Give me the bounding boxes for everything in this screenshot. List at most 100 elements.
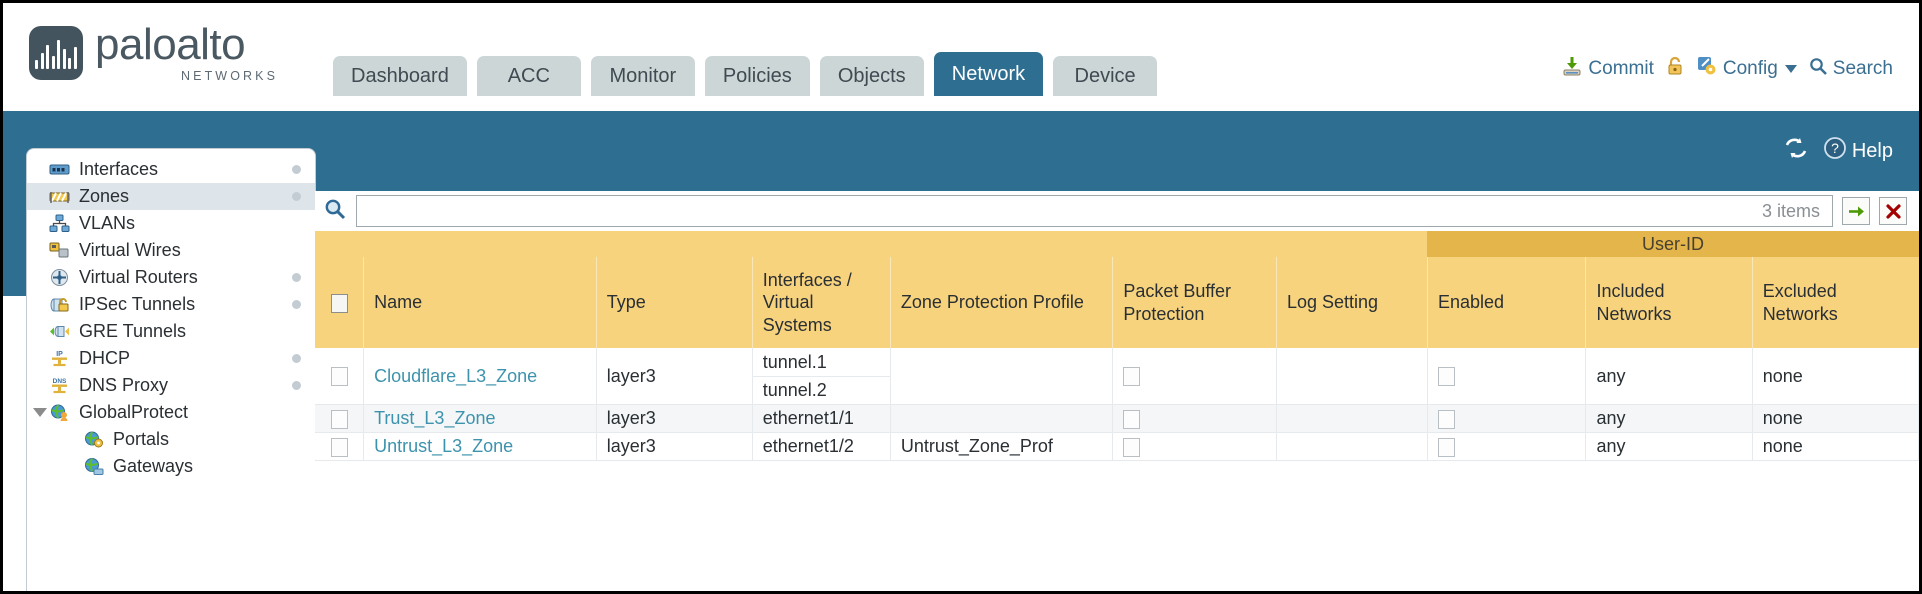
sidebar-item-label: IPSec Tunnels [79, 294, 196, 314]
padlock-icon[interactable] [1665, 55, 1685, 83]
search-label: Search [1832, 58, 1893, 79]
clear-filter-button[interactable] [1879, 197, 1907, 225]
items-count: 3 items [1761, 200, 1820, 221]
sidebar-item-label: Interfaces [79, 159, 159, 179]
virtual-wires-icon [49, 241, 70, 260]
sidebar-item-label: Portals [113, 429, 170, 449]
sidebar-item-vlans[interactable]: VLANs [27, 210, 315, 237]
help-button[interactable]: ? Help [1823, 136, 1893, 166]
tab-network[interactable]: Network [933, 52, 1044, 96]
refresh-icon[interactable] [1783, 136, 1809, 166]
column-header-excluded-networks[interactable]: Excluded Networks [1752, 257, 1919, 348]
tab-acc[interactable]: ACC [476, 56, 581, 96]
row-checkbox[interactable] [330, 409, 348, 429]
commit-label: Commit [1588, 58, 1654, 79]
sidebar-item-gateways[interactable]: Gateways [27, 453, 315, 480]
column-header-type[interactable]: Type [596, 257, 753, 348]
row-select-cell [315, 404, 365, 433]
tab-objects[interactable]: Objects [819, 56, 924, 96]
user-id-enabled-checkbox[interactable] [1437, 409, 1455, 429]
group-header-spacer [315, 231, 1428, 257]
filter-bar: 3 items [315, 191, 1919, 231]
row-select-cell [315, 432, 365, 461]
cell-packet-buffer-protection [1112, 404, 1277, 433]
column-header-interfaces[interactable]: Interfaces / Virtual Systems [752, 257, 891, 348]
virtual-routers-icon [49, 268, 70, 287]
sidebar-item-dns-proxy[interactable]: DNS DNS Proxy [27, 372, 315, 399]
column-header-packet-buffer-protection[interactable]: Packet Buffer Protection [1112, 257, 1277, 348]
interface-entry: tunnel.1 [762, 351, 827, 372]
brand-logo: paloalto NETWORKS [29, 23, 278, 83]
sidebar-item-label: DNS Proxy [79, 375, 169, 395]
row-checkbox[interactable] [330, 437, 348, 457]
commit-button[interactable]: Commit [1561, 55, 1654, 83]
zones-table: User-ID Name Type Interfaces / Virtual S… [315, 231, 1919, 461]
svg-text:?: ? [1831, 140, 1839, 156]
zones-icon [49, 187, 70, 206]
config-button[interactable]: Config [1696, 55, 1797, 83]
tab-dashboard[interactable]: Dashboard [333, 56, 467, 96]
tab-policies[interactable]: Policies [704, 56, 810, 96]
packet-buffer-protection-checkbox[interactable] [1123, 367, 1141, 387]
search-button[interactable]: Search [1808, 56, 1893, 82]
cell-log-setting [1276, 404, 1428, 433]
sidebar-item-ipsec-tunnels[interactable]: IPSec Tunnels [27, 291, 315, 318]
sidebar-item-interfaces[interactable]: Interfaces [27, 156, 315, 183]
row-checkbox[interactable] [330, 367, 348, 387]
cell-packet-buffer-protection [1112, 432, 1277, 461]
packet-buffer-protection-checkbox[interactable] [1123, 409, 1141, 429]
select-all-checkbox[interactable] [330, 294, 348, 313]
sidebar-item-zones[interactable]: Zones [27, 183, 315, 210]
ipsec-tunnels-icon [49, 295, 70, 314]
table-row[interactable]: Untrust_L3_Zone layer3 ethernet1/2 Untru… [315, 432, 1919, 461]
filter-search-icon[interactable] [323, 197, 347, 226]
column-header-enabled[interactable]: Enabled [1427, 257, 1587, 348]
sidebar-item-label: GRE Tunnels [79, 321, 187, 341]
cell-interfaces: tunnel.1 tunnel.2 [752, 348, 891, 405]
top-header: paloalto NETWORKS Dashboard ACC Monitor … [3, 3, 1919, 111]
column-header-name[interactable]: Name [363, 257, 597, 348]
column-header-log-setting[interactable]: Log Setting [1276, 257, 1428, 348]
apply-filter-button[interactable] [1842, 197, 1870, 225]
column-header-zone-protection-profile[interactable]: Zone Protection Profile [890, 257, 1114, 348]
main-content: 3 items User-ID [315, 191, 1919, 591]
cell-zone-protection-profile [890, 404, 1114, 433]
packet-buffer-protection-checkbox[interactable] [1123, 437, 1141, 457]
main-nav-tabs: Dashboard ACC Monitor Policies Objects N… [333, 52, 1158, 96]
zone-name-link[interactable]: Cloudflare_L3_Zone [374, 365, 538, 386]
status-dot [292, 273, 301, 282]
config-icon [1696, 55, 1718, 83]
svg-text:DNS: DNS [53, 378, 67, 385]
status-dot [292, 381, 301, 390]
user-id-enabled-checkbox[interactable] [1437, 437, 1455, 457]
user-id-enabled-checkbox[interactable] [1437, 367, 1455, 387]
expander-triangle-icon[interactable] [33, 408, 47, 417]
status-dot [292, 354, 301, 363]
brand-tagline: NETWORKS [181, 69, 279, 83]
cell-log-setting [1276, 348, 1428, 405]
tab-device[interactable]: Device [1053, 56, 1158, 96]
sidebar-item-portals[interactable]: Portals [27, 426, 315, 453]
cell-packet-buffer-protection [1112, 348, 1277, 405]
interfaces-icon [49, 160, 70, 179]
cell-name[interactable]: Cloudflare_L3_Zone [363, 348, 597, 405]
filter-input[interactable]: 3 items [356, 195, 1833, 227]
sidebar-item-virtual-routers[interactable]: Virtual Routers [27, 264, 315, 291]
cell-name[interactable]: Trust_L3_Zone [363, 404, 597, 433]
paloalto-logo-icon [29, 25, 83, 80]
sidebar-item-virtual-wires[interactable]: Virtual Wires [27, 237, 315, 264]
table-row[interactable]: Trust_L3_Zone layer3 ethernet1/1 any non… [315, 404, 1919, 433]
sidebar-item-gre-tunnels[interactable]: GRE Tunnels [27, 318, 315, 345]
zone-name-link[interactable]: Trust_L3_Zone [374, 408, 496, 428]
help-label: Help [1851, 139, 1893, 162]
column-header-included-networks[interactable]: Included Networks [1585, 257, 1753, 348]
sidebar-item-dhcp[interactable]: IP DHCP [27, 345, 315, 372]
tab-monitor[interactable]: Monitor [590, 56, 695, 96]
cell-name[interactable]: Untrust_L3_Zone [363, 432, 597, 461]
sidebar-item-globalprotect[interactable]: GlobalProtect [27, 399, 315, 426]
cell-interfaces: ethernet1/1 [752, 404, 891, 433]
zone-name-link[interactable]: Untrust_L3_Zone [374, 436, 514, 456]
cell-included-networks: any [1585, 432, 1753, 461]
cell-included-networks: any [1585, 348, 1753, 405]
blue-bar-tools: ? Help [1783, 136, 1893, 166]
